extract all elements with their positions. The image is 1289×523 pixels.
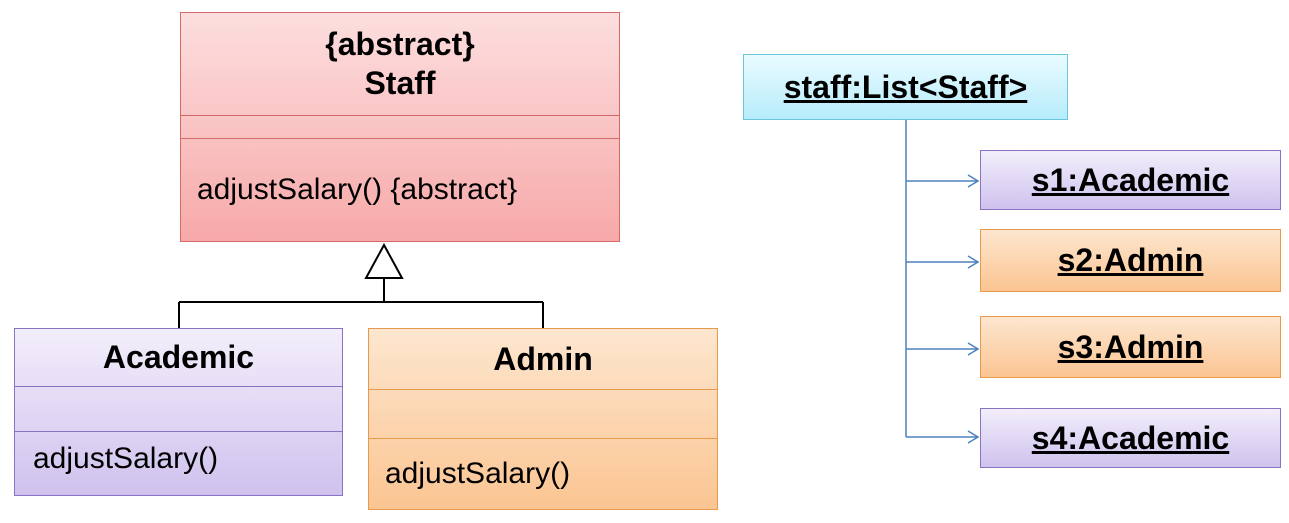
admin-class: Admin adjustSalary() (368, 328, 718, 510)
staff-attributes (181, 115, 619, 139)
admin-method: adjustSalary() (385, 457, 571, 490)
academic-class-header: Academic (102, 339, 255, 375)
admin-class-header: Admin (493, 340, 593, 377)
staff-class: {abstract} Staff adjustSalary() {abstrac… (180, 12, 620, 242)
academic-class: Academic adjustSalary() (14, 328, 343, 496)
staff-class-name: Staff (364, 65, 436, 101)
arrowhead-s4 (967, 430, 980, 444)
object-s1: s1:Academic (980, 150, 1281, 210)
staff-list-object: staff:List<Staff> (743, 54, 1068, 120)
arrowhead-s1 (967, 174, 980, 188)
inheritance-triangle (364, 242, 404, 279)
academic-attributes (15, 386, 342, 432)
arrowhead-s2 (967, 255, 980, 269)
staff-class-header: {abstract} Staff (181, 13, 619, 115)
staff-stereotype: {abstract} (325, 26, 475, 62)
admin-attributes (369, 389, 717, 439)
staff-method: adjustSalary() {abstract} (197, 173, 518, 206)
academic-method: adjustSalary() (33, 441, 219, 475)
arrowhead-s3 (967, 342, 980, 356)
object-s2: s2:Admin (980, 229, 1281, 292)
object-s3: s3:Admin (980, 316, 1281, 378)
object-s4: s4:Academic (980, 408, 1281, 468)
